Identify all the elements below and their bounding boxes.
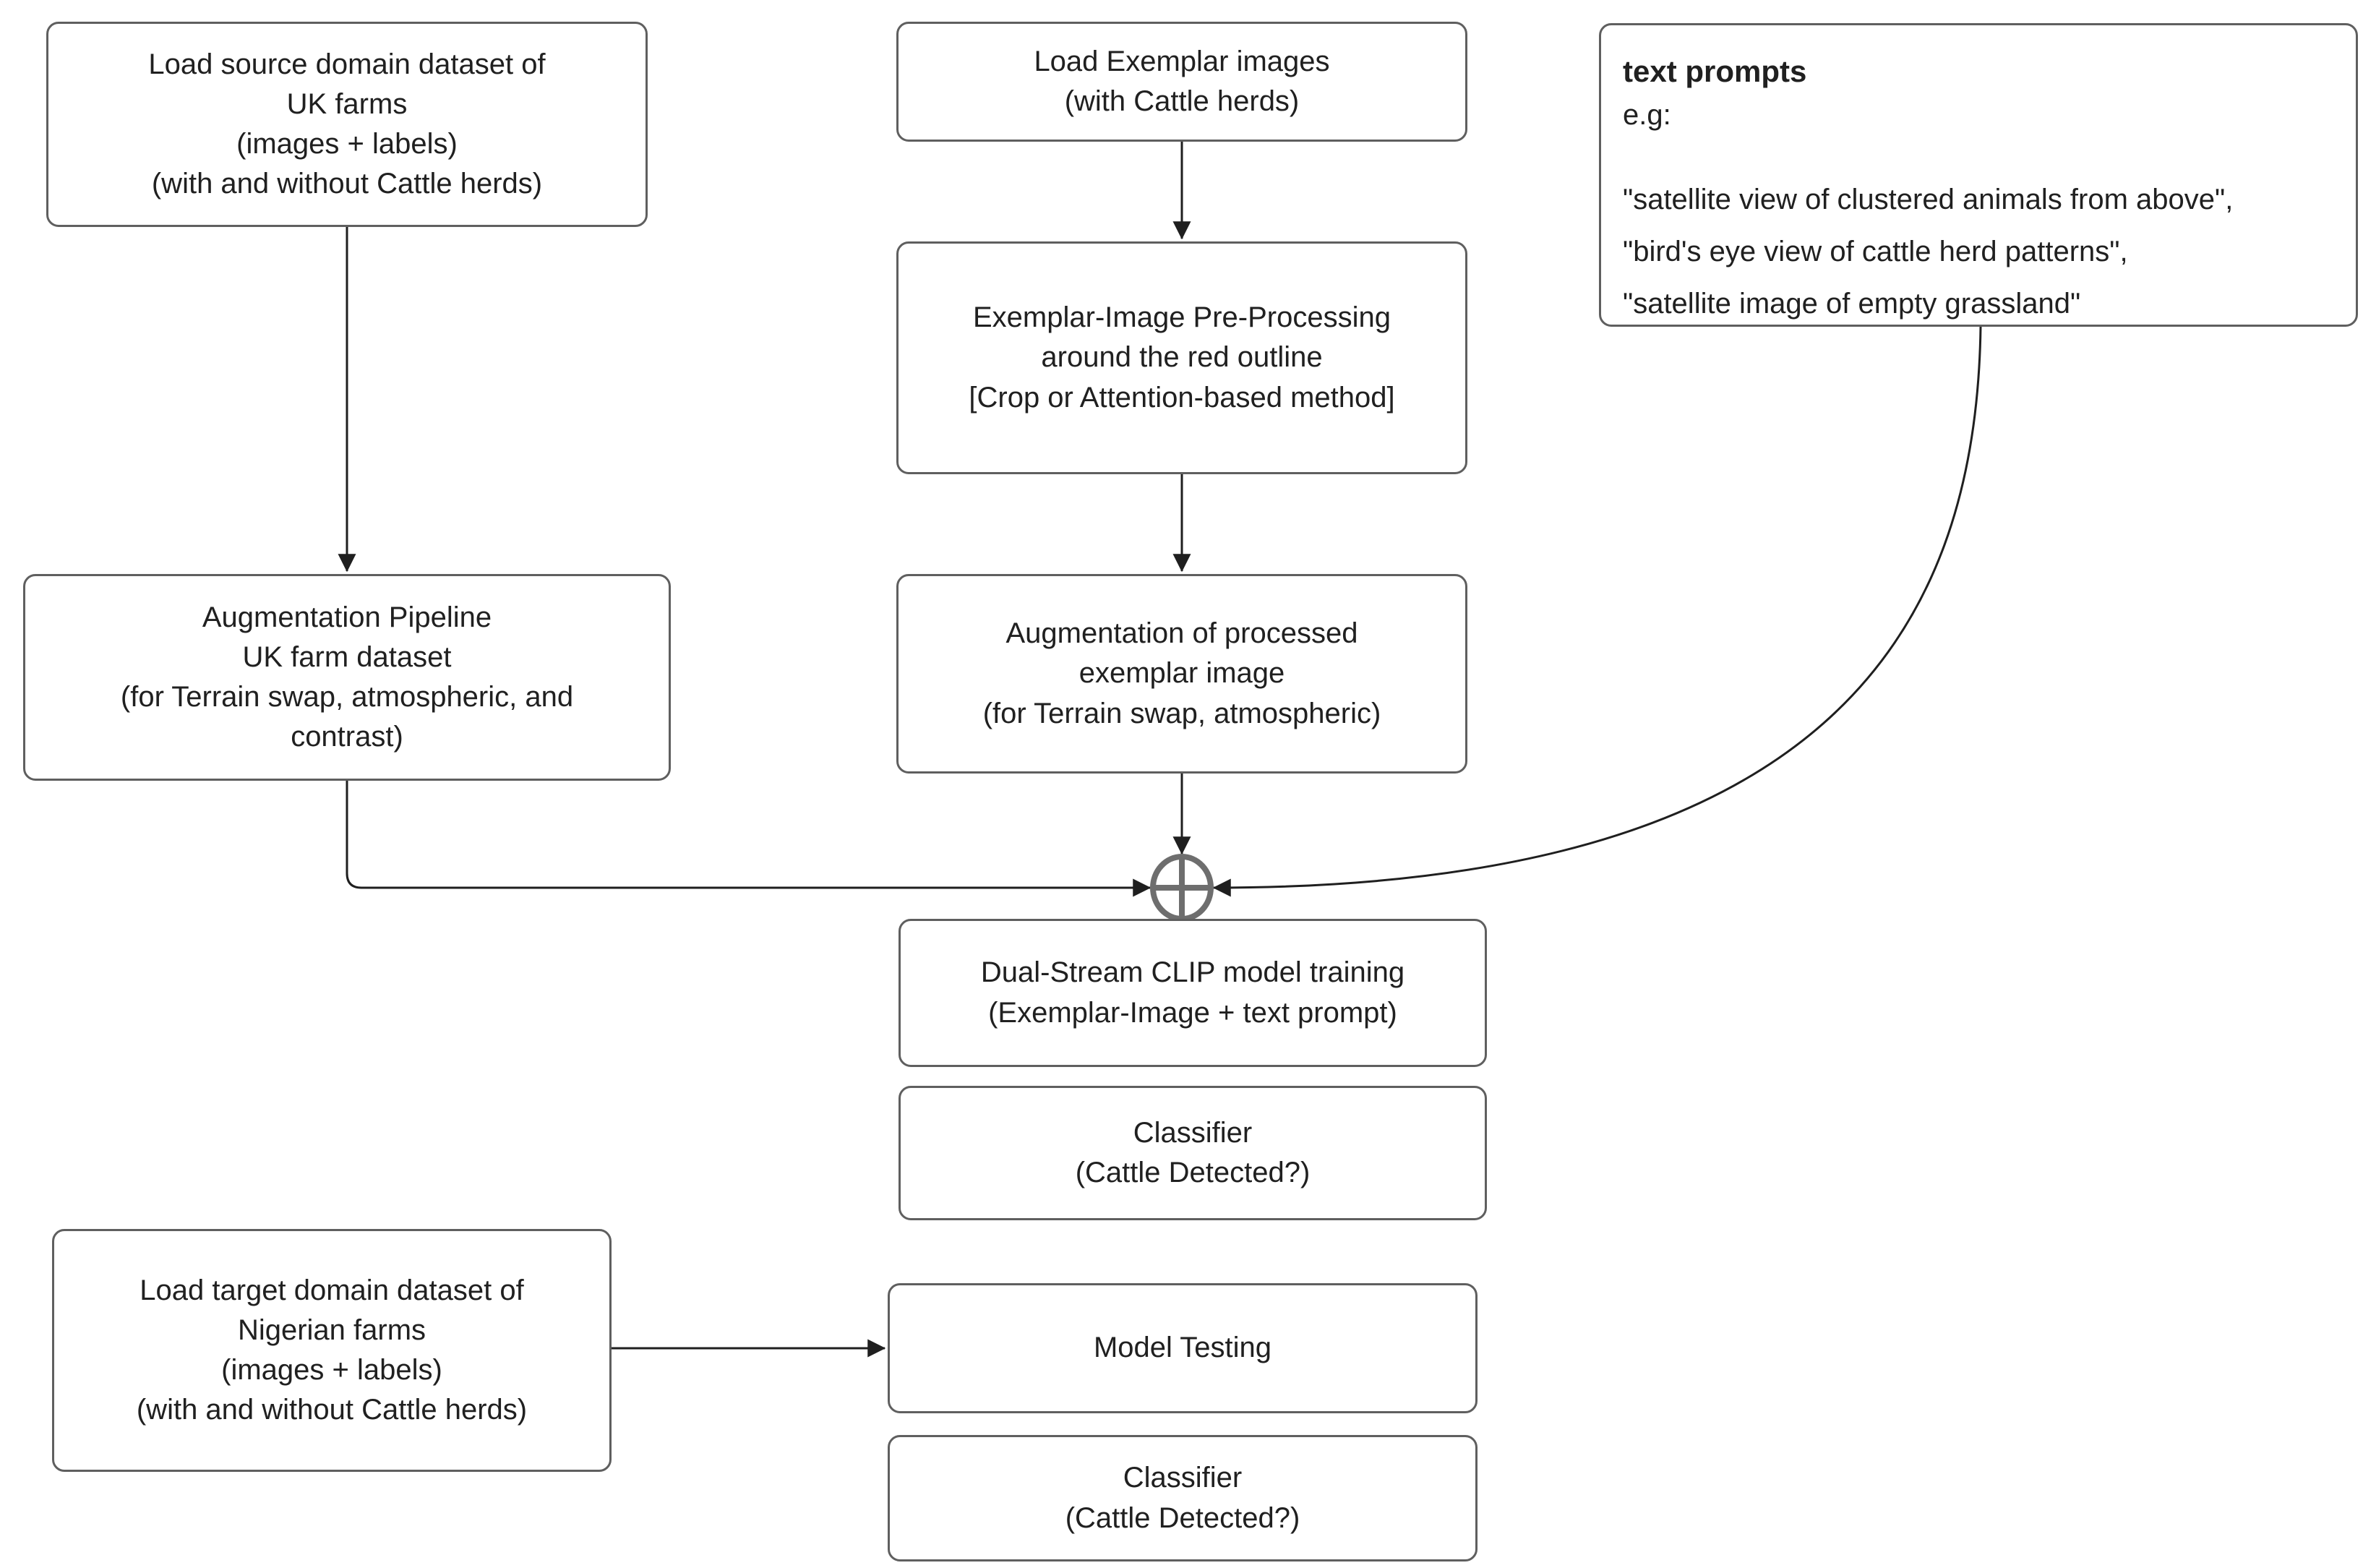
node-classifier-testing-label: Classifier (Cattle Detected?) — [1065, 1462, 1300, 1534]
node-load-source-domain-label: Load source domain dataset of UK farms (… — [148, 48, 546, 200]
node-augmentation-pipeline: Augmentation Pipeline UK farm dataset (f… — [23, 574, 671, 781]
node-load-target-domain: Load target domain dataset of Nigerian f… — [52, 1229, 612, 1472]
text-prompts-examples: "satellite view of clustered animals fro… — [1623, 183, 2234, 320]
node-load-exemplar: Load Exemplar images (with Cattle herds) — [896, 22, 1467, 142]
node-classifier-training: Classifier (Cattle Detected?) — [899, 1086, 1487, 1220]
node-exemplar-preprocessing-label: Exemplar-Image Pre-Processing around the… — [969, 301, 1395, 414]
text-prompts-title: text prompts — [1623, 54, 1807, 88]
merge-plus-icon — [1150, 854, 1214, 922]
node-augmentation-exemplar: Augmentation of processed exemplar image… — [896, 574, 1467, 774]
node-text-prompts: text prompts e.g: "satellite view of clu… — [1599, 23, 2358, 327]
node-augmentation-pipeline-label: Augmentation Pipeline UK farm dataset (f… — [120, 601, 574, 753]
arrow-pipeline-to-merge — [346, 781, 1152, 897]
node-load-source-domain: Load source domain dataset of UK farms (… — [46, 22, 648, 227]
node-exemplar-preprocessing: Exemplar-Image Pre-Processing around the… — [896, 241, 1467, 474]
node-text-prompts-content: text prompts e.g: "satellite view of clu… — [1601, 25, 2257, 330]
node-load-exemplar-label: Load Exemplar images (with Cattle herds) — [1034, 45, 1330, 117]
node-classifier-testing: Classifier (Cattle Detected?) — [888, 1435, 1478, 1561]
node-load-target-domain-label: Load target domain dataset of Nigerian f… — [136, 1274, 528, 1426]
node-model-testing: Model Testing — [888, 1283, 1478, 1413]
node-clip-training: Dual-Stream CLIP model training (Exempla… — [899, 919, 1487, 1067]
arrow-prompts-to-merge — [1212, 326, 1982, 897]
node-clip-training-label: Dual-Stream CLIP model training (Exempla… — [980, 956, 1405, 1029]
node-classifier-training-label: Classifier (Cattle Detected?) — [1075, 1116, 1311, 1188]
node-model-testing-label: Model Testing — [1093, 1332, 1272, 1364]
node-augmentation-exemplar-label: Augmentation of processed exemplar image… — [982, 617, 1381, 729]
text-prompts-eg: e.g: — [1623, 98, 1671, 131]
